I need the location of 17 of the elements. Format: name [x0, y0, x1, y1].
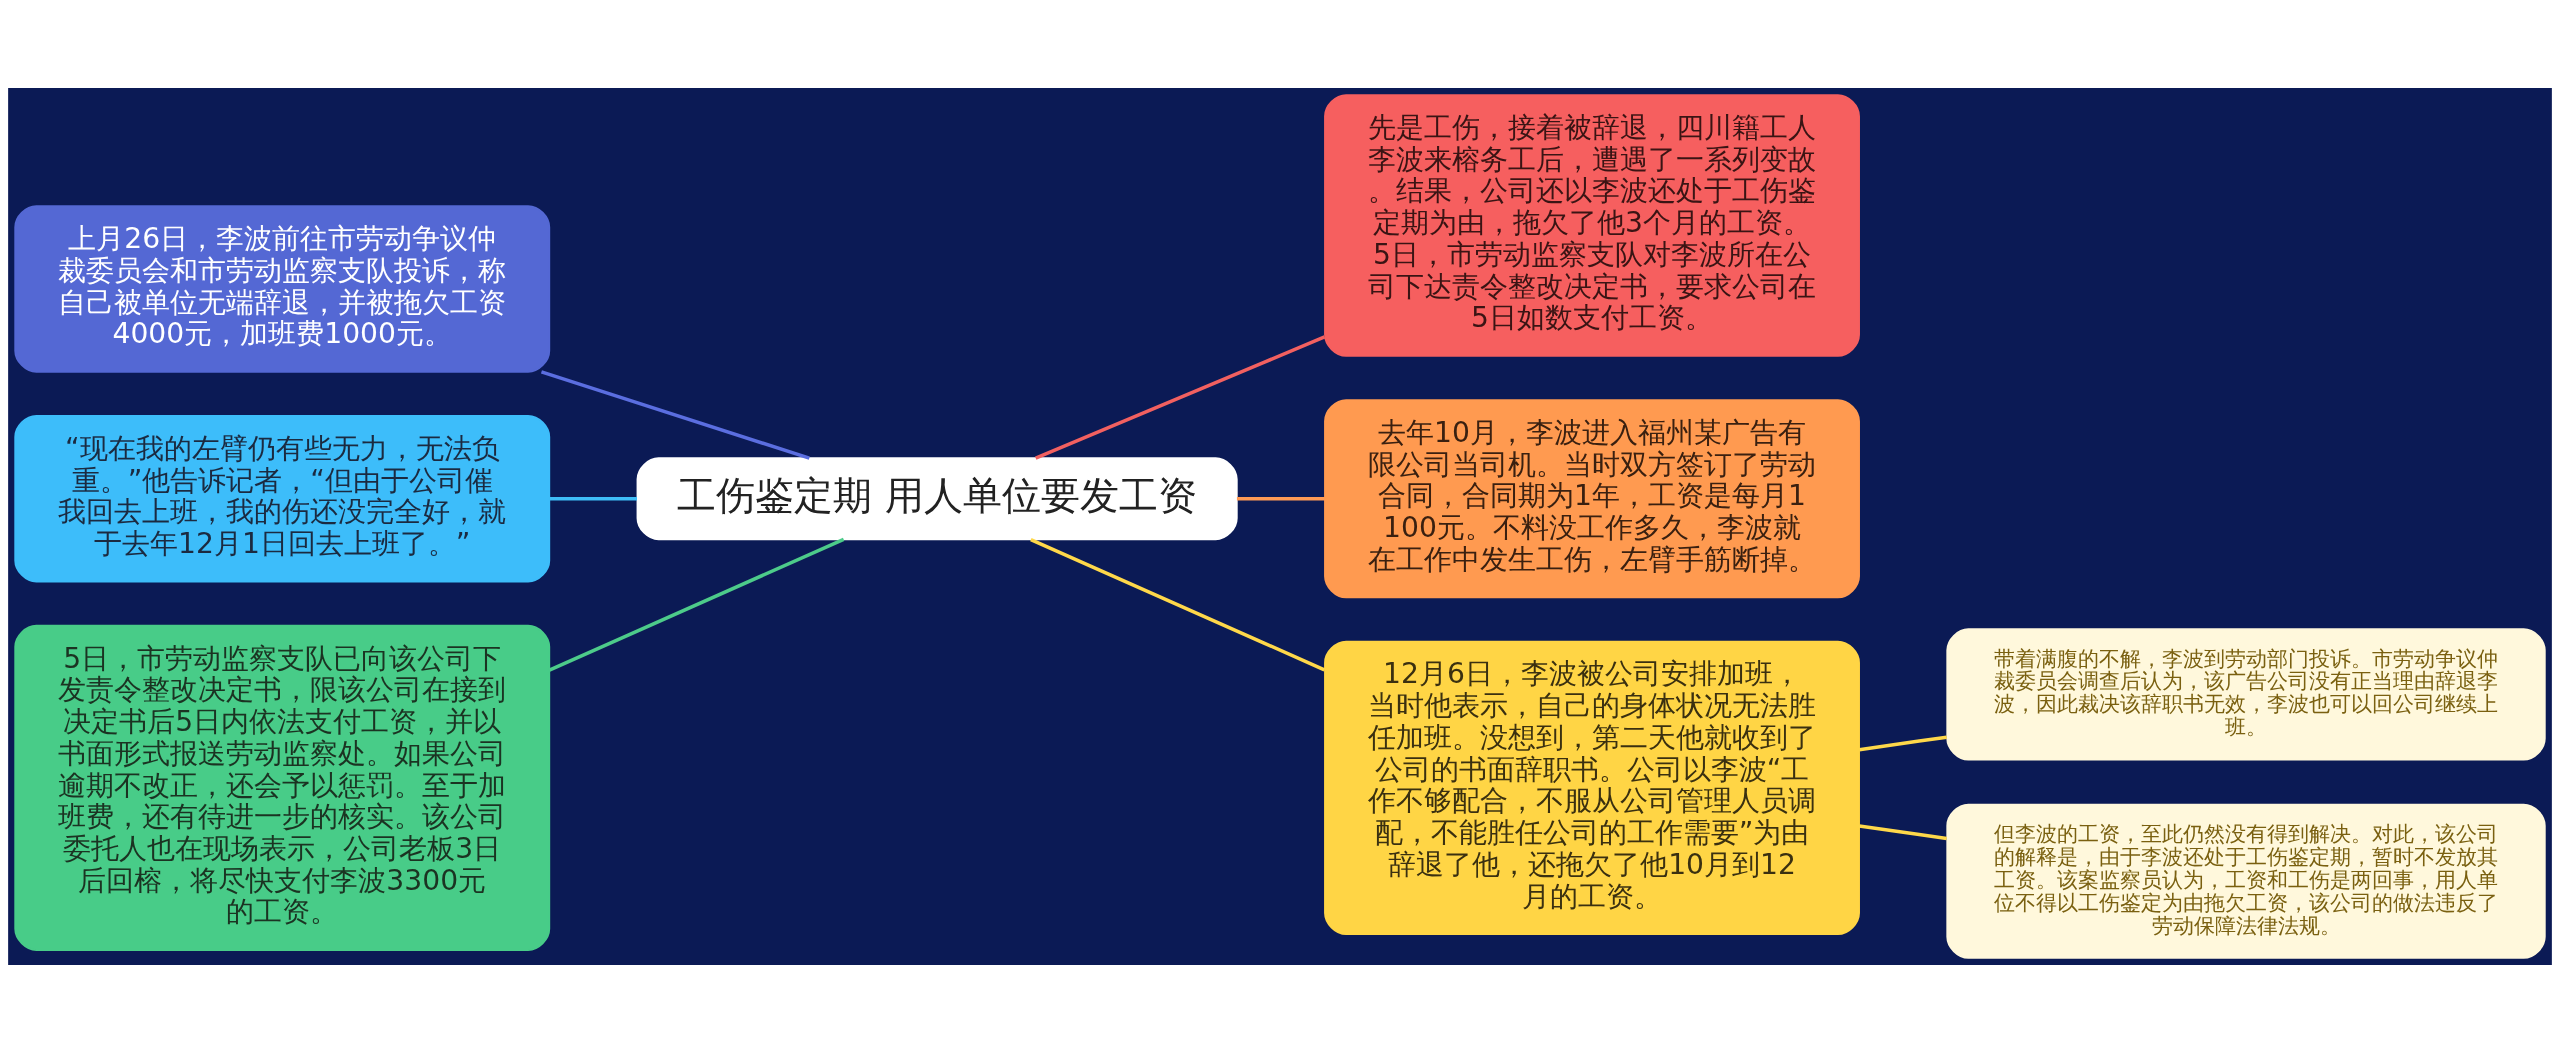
connector [548, 537, 845, 672]
connector [1859, 823, 1947, 840]
node-box: 带着满腹的不解，李波到劳动部门投诉。市劳动争议仲裁委员会调查后认为，该广告公司没有正当理由辞退李波，因此裁决该辞职书无效，李波也可以回公司继续上班。 [1946, 627, 2546, 760]
node-box: 但李波的工资，至此仍然没有得到解决。对此，该公司的解释是，由于李波还处于工伤鉴定期，暂时不发放其工资。该案监察员认为，工资和工伤是两回事，用人单位不得以工伤鉴定为由拖欠工资，该公司的做法违反了劳动保障法律法规。 [1946, 803, 2546, 959]
node-box: 5日，市劳动监察支队已向该公司下发责令整改决定书，限该公司在接到决定书后5日内依法支付工资，并以书面形式报送劳动监察处。如果公司逾期不改正，还会予以惩罚。至于加班费，还有待进一步的核实。该公司委托人也在现场表示，公司老板3日后回榕，将尽快支付李波3300元的工资。 [14, 624, 551, 951]
connector [1236, 496, 1325, 500]
node-box: 12月6日，李波被公司安排加班，当时他表示，自己的身体状况无法胜任加班。没想到，第二天他就收到了公司的书面辞职书。公司以李波“工作不够配合，不服从公司管理人员调配，不能胜任公司的工作需要”为由辞退了他，还拖欠了他10月到12月的工资。 [1324, 640, 1860, 935]
node-box: 先是工伤，接着被辞退，四川籍工人李波来榕务工后，遭遇了一系列变故。结果，公司还以李波还处于工伤鉴定期为由，拖欠了他3个月的工资。5日，市劳动监察支队对李波所在公司下达责令整改决定书，要求公司在5日如数支付工资。 [1324, 93, 1860, 357]
connector [1035, 334, 1326, 460]
connector [1859, 734, 1947, 751]
node-box: 上月26日，李波前往市劳动争议仲裁委员会和市劳动监察支队投诉，称自己被单位无端辞退，并被拖欠工资4000元，加班费1000元。 [14, 204, 551, 373]
node-box: 去年10月，李波进入福州某广告有限公司当司机。当时双方签订了劳动合同，合同期为1年，工资是每月1100元。不料没工作多久，李波就在工作中发生工伤，左臂手筋断掉。 [1324, 398, 1860, 598]
connector [1030, 537, 1326, 671]
node-box: “现在我的左臂仍有些无力，无法负重。”他告诉记者，“但由于公司催我回去上班，我的伤还没完全好，就于去年12月1日回去上班了。” [14, 414, 551, 582]
connector [549, 496, 637, 500]
node-box: 工伤鉴定期 用人单位要发工资 [636, 456, 1238, 540]
connector [540, 369, 810, 460]
